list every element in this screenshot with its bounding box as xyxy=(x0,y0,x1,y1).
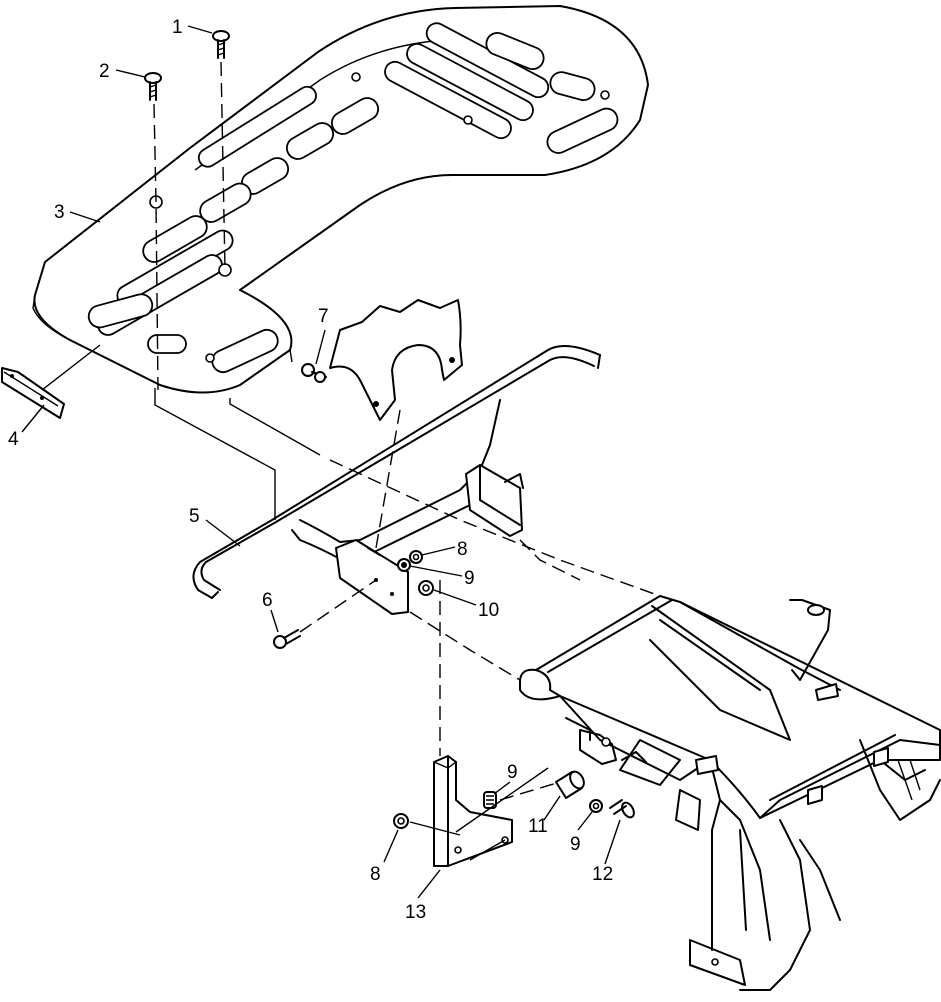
callout-4: 4 xyxy=(8,429,19,450)
callout-8-lower: 8 xyxy=(370,864,381,885)
callout-10: 10 xyxy=(478,600,499,621)
vehicle-frame xyxy=(519,595,941,991)
callout-11: 11 xyxy=(528,816,548,837)
grab-bar xyxy=(192,345,601,599)
bolt-12 xyxy=(609,799,635,819)
screw-2 xyxy=(144,72,162,101)
bolt-7 xyxy=(301,363,327,383)
nut-8-upper xyxy=(409,550,423,564)
callout-leaders xyxy=(21,25,621,899)
reflector xyxy=(1,367,65,419)
callout-9-lower: 9 xyxy=(507,762,518,783)
upper-bracket xyxy=(329,299,463,421)
lower-bracket xyxy=(433,755,513,867)
washer-9-right xyxy=(589,799,603,813)
callout-1: 1 xyxy=(172,17,183,38)
callout-9-right: 9 xyxy=(570,834,581,855)
nut-10 xyxy=(418,580,434,596)
callout-9-upper: 9 xyxy=(464,568,475,589)
nut-8-lower xyxy=(393,813,409,829)
washer-9-upper xyxy=(397,558,411,572)
spacer-11 xyxy=(555,770,585,799)
rear-rack xyxy=(32,5,649,394)
screw-1 xyxy=(212,30,230,59)
assembly-lines xyxy=(154,388,661,861)
screw-1-axis xyxy=(220,61,226,271)
callout-3: 3 xyxy=(54,202,65,223)
callout-12: 12 xyxy=(592,864,613,885)
screw-2-axis xyxy=(153,103,159,391)
callout-13: 13 xyxy=(405,902,426,923)
bolt-6 xyxy=(273,629,301,649)
callout-6: 6 xyxy=(262,590,273,611)
side-plate xyxy=(335,539,409,615)
bolt-6-axis xyxy=(299,579,377,633)
angle-bracket xyxy=(465,464,524,537)
reflector-leader xyxy=(41,344,101,391)
callout-2: 2 xyxy=(99,61,110,82)
callout-8-upper: 8 xyxy=(457,539,468,560)
callout-5: 5 xyxy=(189,506,200,527)
callout-7: 7 xyxy=(318,306,329,327)
